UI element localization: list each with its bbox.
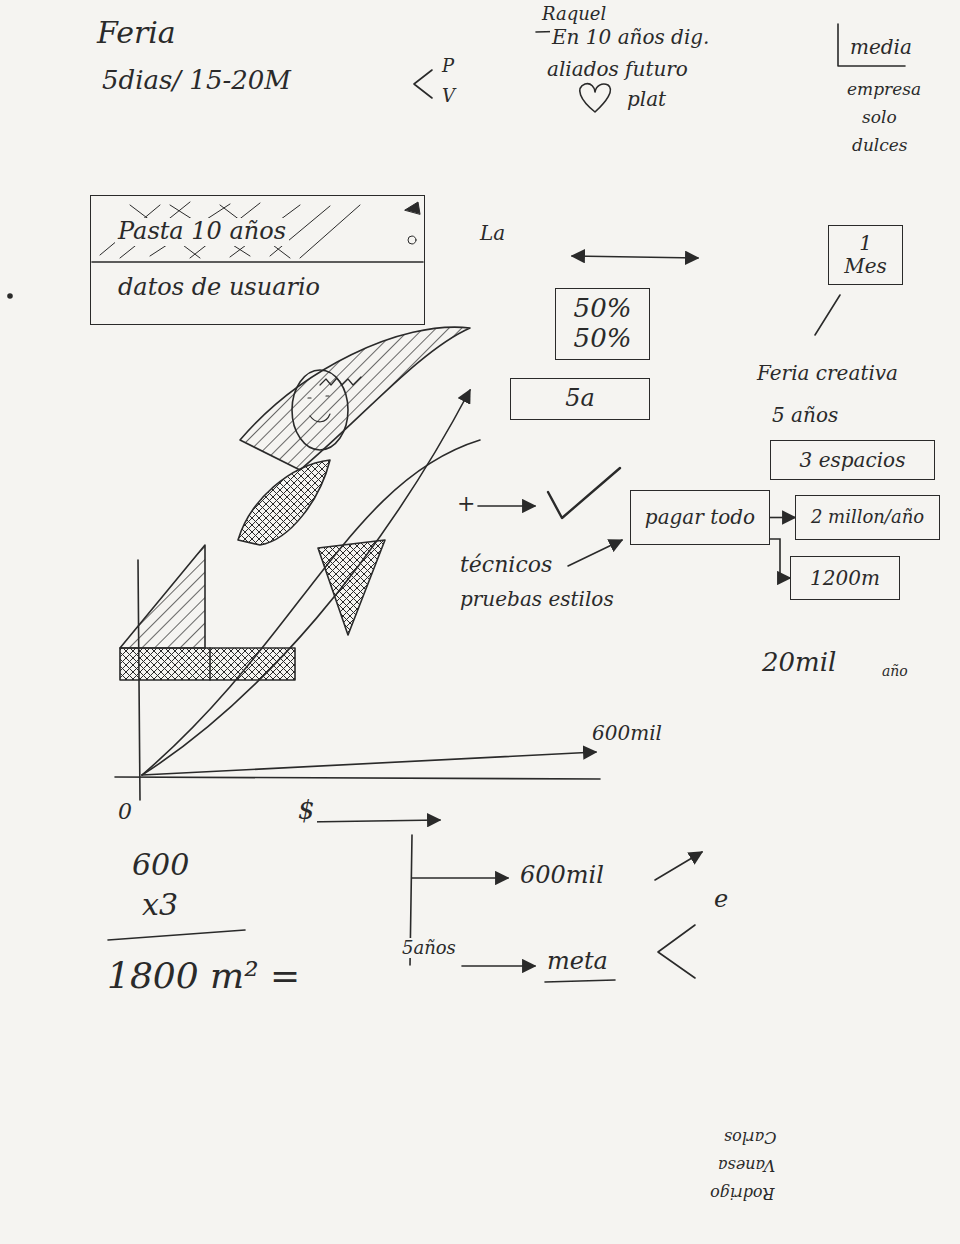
note-text: 600mil bbox=[518, 862, 606, 888]
hatched-triangle bbox=[120, 545, 205, 648]
box-text: 3 espacios bbox=[797, 449, 909, 472]
note-text: dulces bbox=[850, 136, 910, 155]
note-text: empresa bbox=[845, 80, 923, 99]
box-text: 50% 50% bbox=[564, 294, 641, 354]
angle-bracket bbox=[658, 925, 695, 978]
text-box: 2 millon/año bbox=[795, 495, 940, 540]
note-text: año bbox=[880, 664, 910, 679]
rise-arrow bbox=[655, 852, 702, 880]
note-text: Feria creativa bbox=[755, 362, 900, 384]
text-box: 1200m bbox=[790, 556, 900, 600]
tech-arrow bbox=[568, 540, 622, 566]
bullet-dot bbox=[8, 294, 12, 298]
note-text: aliados futuro bbox=[545, 58, 690, 80]
heart-symbol bbox=[580, 84, 611, 112]
x-axis bbox=[115, 777, 600, 779]
note-text: solo bbox=[860, 108, 899, 127]
note-text: Raquel bbox=[540, 4, 608, 24]
hatched-wedge bbox=[318, 540, 385, 635]
note-text: 5dias/ 15-20M bbox=[100, 66, 293, 95]
hatched-bar bbox=[120, 648, 295, 680]
note-text: P bbox=[440, 56, 456, 76]
note-text: Carlos bbox=[722, 1128, 778, 1146]
sum-line bbox=[108, 930, 245, 940]
box-text: Pasta 10 años bbox=[115, 218, 289, 246]
note-text: 5años bbox=[400, 938, 458, 958]
note-text: plat bbox=[625, 88, 668, 110]
text-box: 50% 50% bbox=[555, 288, 650, 360]
note-text: 20mil bbox=[760, 648, 838, 677]
plus-arrow bbox=[478, 505, 535, 507]
leader-line bbox=[815, 295, 840, 335]
crossed-scribble bbox=[92, 202, 423, 262]
box-text: datos de usuario bbox=[115, 274, 323, 302]
note-text: 600mil bbox=[590, 722, 664, 744]
check-mark bbox=[548, 468, 620, 518]
branch-arrow bbox=[462, 965, 535, 967]
note-text: 0 bbox=[116, 800, 134, 824]
note-text: 5 años bbox=[770, 404, 840, 426]
text-box: 5a bbox=[510, 378, 650, 420]
connector-arrow bbox=[770, 539, 790, 578]
text-box: 1 Mes bbox=[828, 225, 903, 285]
note-text: Vanesa bbox=[716, 1156, 777, 1174]
note-text: V bbox=[440, 86, 457, 106]
note-text: pruebas estilos bbox=[458, 588, 616, 610]
note-text: media bbox=[848, 36, 914, 58]
note-text: meta bbox=[545, 948, 610, 974]
note-text: x3 bbox=[140, 888, 180, 921]
box-text: 5a bbox=[562, 385, 598, 413]
box-text: pagar todo bbox=[642, 506, 758, 529]
box-text: 1200m bbox=[807, 567, 883, 590]
scribble bbox=[320, 377, 361, 385]
text-box: pagar todo bbox=[630, 490, 770, 545]
double-arrow bbox=[572, 256, 698, 258]
wing-shape bbox=[240, 327, 470, 470]
note-text: Rodrigo bbox=[708, 1184, 777, 1202]
note-text: + bbox=[455, 492, 477, 516]
dark-shape bbox=[238, 460, 330, 545]
box-text: 2 millon/año bbox=[808, 507, 927, 528]
underline bbox=[545, 980, 615, 982]
branch-arrow bbox=[412, 877, 508, 879]
note-text: $ bbox=[296, 796, 317, 825]
note-text: La bbox=[478, 222, 507, 244]
note-text: Feria bbox=[95, 16, 178, 49]
bar-divider bbox=[209, 648, 211, 680]
note-text: En 10 años dig. bbox=[550, 26, 711, 48]
note-text: 600 bbox=[130, 848, 191, 881]
note-text: e bbox=[712, 886, 730, 912]
text-box: 3 espacios bbox=[770, 440, 935, 480]
box-text: 1 Mes bbox=[835, 232, 896, 278]
face-features bbox=[308, 396, 330, 422]
angle-bracket bbox=[414, 70, 432, 98]
connector-arrow bbox=[770, 517, 795, 519]
money-arrow bbox=[305, 820, 440, 822]
text-box: Pasta 10 años datos de usuario bbox=[90, 195, 425, 325]
axis-arrow bbox=[142, 752, 596, 775]
note-text: 1800 m² = bbox=[105, 956, 302, 996]
note-text: técnicos bbox=[458, 553, 554, 577]
